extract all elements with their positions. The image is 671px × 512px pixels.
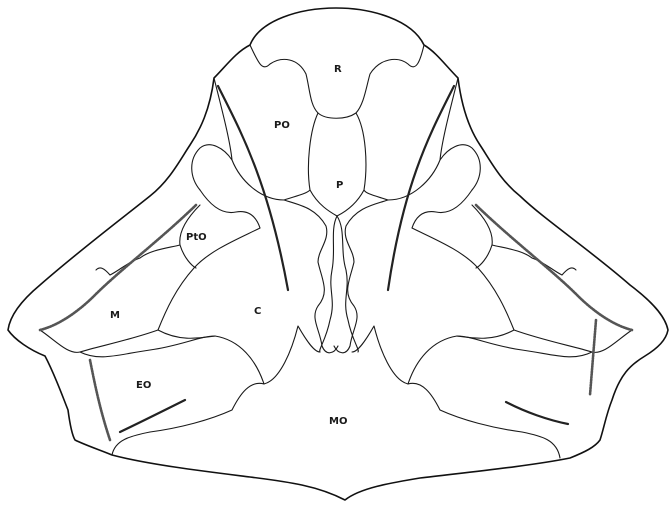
rostrum-suture [250, 45, 424, 118]
shade-right-side [590, 320, 596, 395]
left-eo-suture [80, 336, 264, 432]
left-c-lower [158, 228, 260, 338]
shade-right-po [388, 86, 454, 290]
label-p: P [336, 180, 343, 191]
left-supra-suture [200, 190, 260, 228]
left-m-lower [40, 330, 158, 352]
right-c-suture [334, 200, 388, 353]
left-posterior-suture [112, 432, 150, 455]
right-po-lower [364, 160, 440, 200]
shade-left-eo [120, 400, 185, 432]
right-c-lower [412, 228, 514, 338]
label-pto: PtO [186, 232, 207, 243]
right-posterior-suture [522, 432, 560, 458]
label-m: M [110, 310, 120, 321]
left-c-suture [284, 200, 338, 353]
shade-left-side [90, 360, 110, 440]
label-mo: MO [329, 416, 347, 427]
right-supra-suture [412, 190, 472, 228]
right-m-lower [514, 330, 632, 352]
central-column-left [320, 216, 337, 352]
label-eo: EO [136, 380, 151, 391]
central-column-right [337, 216, 358, 352]
label-r: R [334, 64, 342, 75]
left-po-lower [232, 160, 310, 200]
parietal-suture [308, 113, 366, 216]
mo-suture [264, 326, 408, 384]
label-c: C [254, 306, 261, 317]
label-po: PO [274, 120, 290, 131]
right-pto-suture [472, 205, 492, 268]
shade-right-eo [506, 402, 568, 424]
right-eo-suture [408, 336, 592, 432]
